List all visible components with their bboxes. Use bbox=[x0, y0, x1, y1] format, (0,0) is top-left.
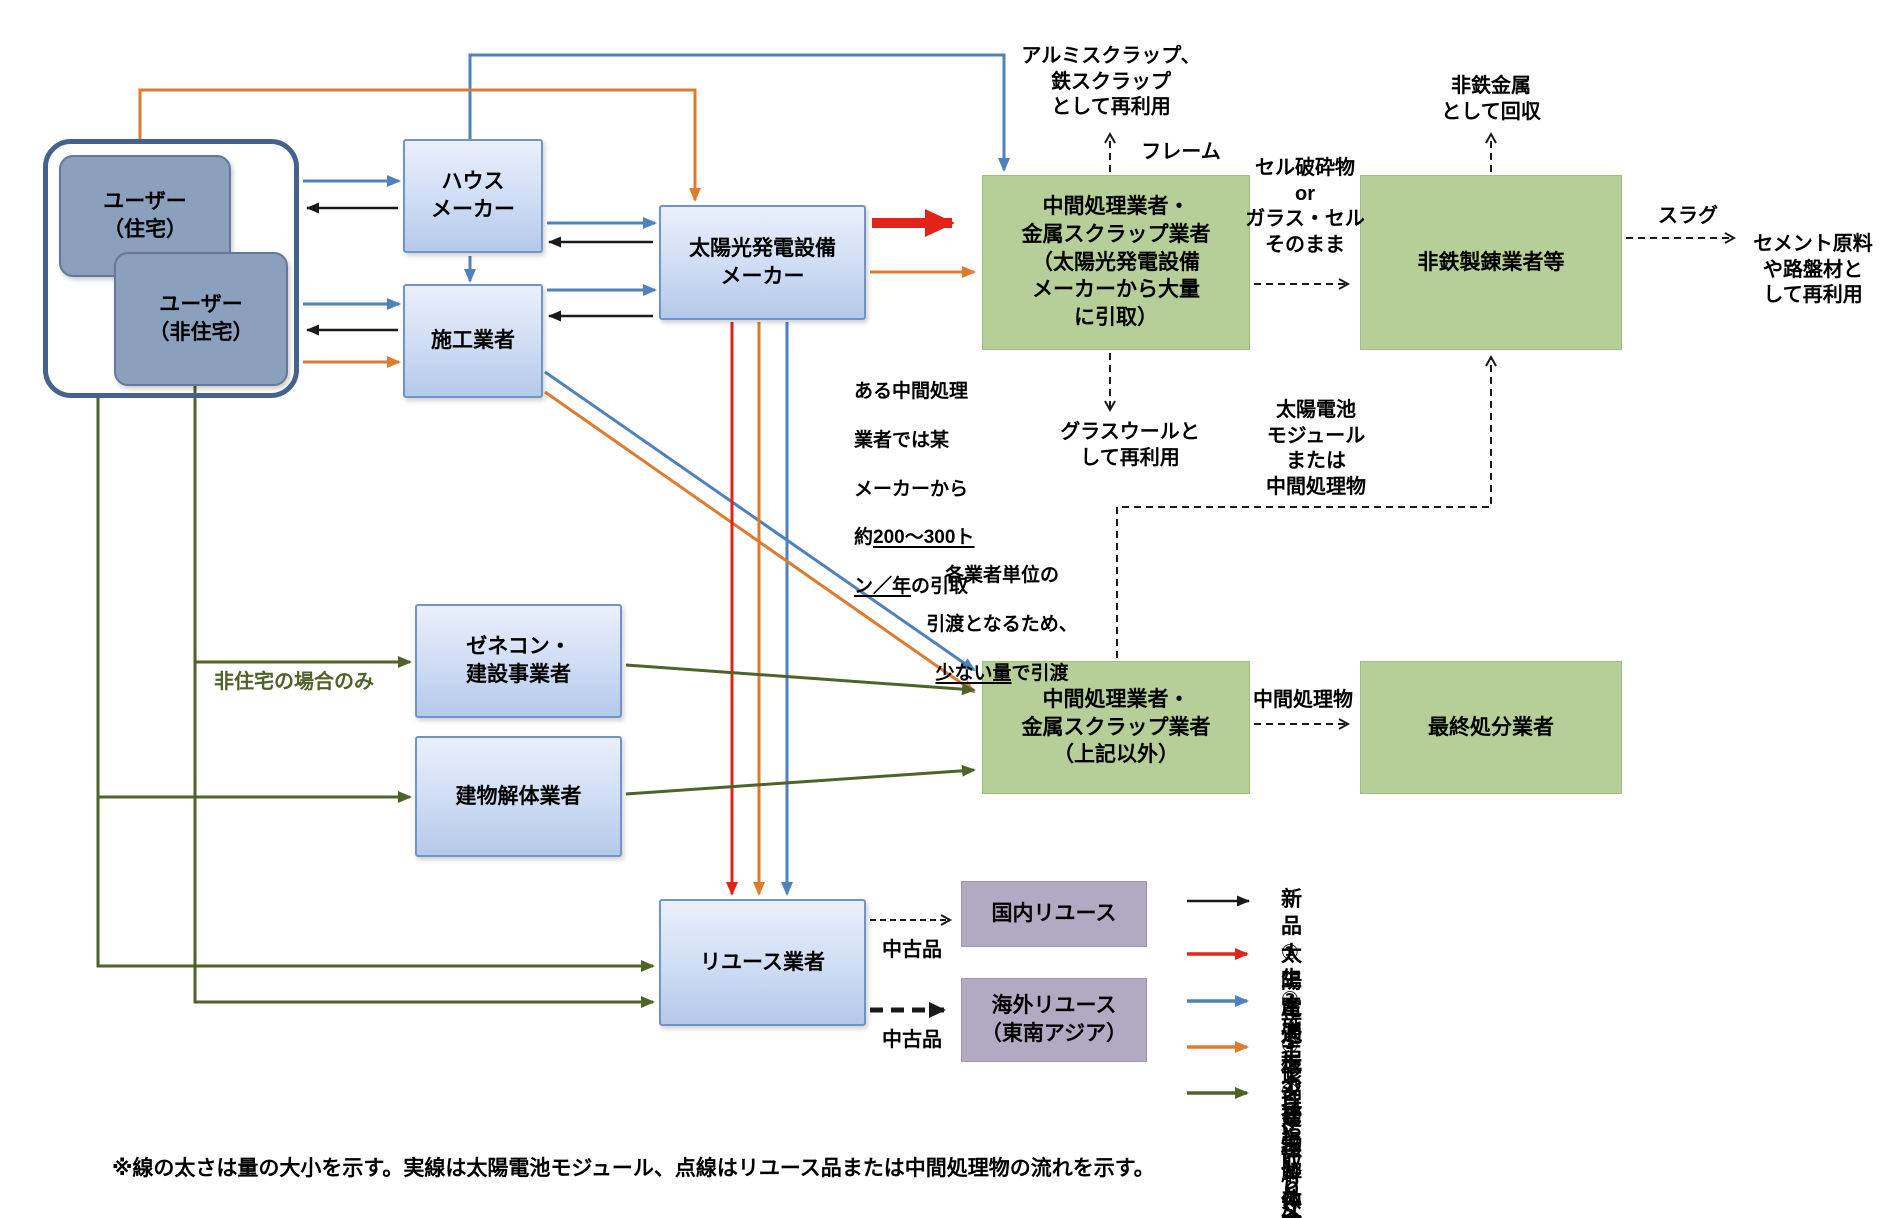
box-intermediate-processor-1: 中間処理業者・ 金属スクラップ業者 （太陽光発電設備 メーカーから大量 に引取） bbox=[982, 175, 1250, 350]
legend-label-new-modules: 新品太陽電池モジュールの流れ bbox=[1281, 888, 1302, 1218]
arrow-housemaker-to-intermediate1-blue bbox=[468, 53, 1010, 172]
box-intermediate-processor-2: 中間処理業者・ 金属スクラップ業者 （上記以外） bbox=[982, 661, 1250, 794]
annotation-slag: スラグ bbox=[1658, 205, 1718, 227]
legend-arrow-olive bbox=[1187, 1087, 1249, 1099]
box-constructor: 施工業者 bbox=[403, 284, 543, 398]
box-general-contractor: ゼネコン・ 建設事業者 bbox=[415, 604, 622, 718]
annotation-small-quantity: 各業者単位の 引渡となるため、 少ない量で引渡 bbox=[902, 540, 1102, 710]
legend-item-new-modules: 新品太陽電池モジュールの流れ bbox=[1185, 886, 1302, 1218]
annotation-small-line1: 各業者単位の bbox=[944, 565, 1059, 587]
annotation-used-goods-domestic: 中古品 bbox=[882, 939, 942, 961]
annotation-small-line3: 少ない量で引渡 bbox=[902, 662, 1102, 686]
annotation-small-line2: 引渡となるため、 bbox=[926, 613, 1078, 635]
legend-arrow-black bbox=[1187, 895, 1250, 907]
legend-item-production-defects: ①生産過程で発生した不良品等の流れ bbox=[1185, 939, 1302, 1218]
annotation-glasswool-reuse: グラスウールと して再利用 bbox=[1060, 421, 1200, 469]
legend-arrow-orange bbox=[1187, 1041, 1249, 1053]
box-nonferrous-smelter: 非鉄製錬業者等 bbox=[1360, 175, 1622, 350]
annotation-nonresidential-only: 非住宅の場合のみ bbox=[214, 671, 374, 693]
legend-arrow-blue bbox=[1187, 995, 1249, 1007]
box-domestic-reuse: 国内リユース bbox=[961, 881, 1147, 947]
legend-item-repair-replacements: ③修理に伴う交換で発生した不良品等の流れ bbox=[1185, 1032, 1302, 1218]
annotation-intake-line4a: 約 bbox=[854, 527, 874, 549]
annotation-intake-line3: メーカーから bbox=[854, 478, 969, 500]
legend-arrow-red bbox=[1187, 948, 1249, 960]
annotation-small-line3b: で引渡 bbox=[1011, 662, 1069, 684]
annotation-used-goods-overseas: 中古品 bbox=[882, 1029, 942, 1051]
annotation-cell-debris: セル破砕物 or ガラス・セル そのまま bbox=[1245, 157, 1365, 256]
arrow-demolisher-to-intermediate2-olive bbox=[625, 764, 976, 796]
annotation-module-or-intermediate: 太陽電池 モジュール または 中間処理物 bbox=[1266, 399, 1366, 498]
legend-label-installation-defects: ②施工不良や取り外しで発生した不良品等の流れ bbox=[1281, 988, 1302, 1218]
annotation-intake-line1: ある中間処理 bbox=[854, 381, 969, 403]
box-demolition-contractor: 建物解体業者 bbox=[415, 736, 622, 857]
legend-label-production-defects: ①生産過程で発生した不良品等の流れ bbox=[1281, 941, 1302, 1218]
annotation-intermediate-product: 中間処理物 bbox=[1253, 689, 1353, 711]
box-reuse-business: リユース業者 bbox=[659, 899, 866, 1026]
annotation-intake-line2: 業者では某 bbox=[854, 429, 950, 451]
annotation-nonferrous-recovery: 非鉄金属 として回収 bbox=[1441, 75, 1541, 123]
annotation-aluminum-scrap: アルミスクラップ、 鉄スクラップ として再利用 bbox=[1021, 45, 1201, 119]
legend-item-demolition-used: ④建物解体等に伴い発生した使用済太陽光 発電設備の流れ bbox=[1185, 1078, 1302, 1218]
box-solar-equipment-maker: 太陽光発電設備 メーカー bbox=[659, 205, 866, 320]
legend-label-demolition-used: ④建物解体等に伴い発生した使用済太陽光 発電設備の流れ bbox=[1281, 1080, 1302, 1218]
box-user-nonresidential: ユーザー （非住宅） bbox=[114, 252, 288, 386]
annotation-frame: フレーム bbox=[1141, 141, 1221, 163]
annotation-small-line3a: 少ない量 bbox=[935, 662, 1012, 684]
box-overseas-reuse: 海外リユース （東南アジア） bbox=[961, 978, 1147, 1062]
legend-label-repair-replacements: ③修理に伴う交換で発生した不良品等の流れ bbox=[1281, 1034, 1302, 1218]
annotation-cement-reuse: セメント原料 や路盤材と して再利用 bbox=[1753, 233, 1873, 307]
box-final-disposal: 最終処分業者 bbox=[1360, 661, 1622, 794]
footnote: ※線の太さは量の大小を示す。実線は太陽電池モジュール、点線はリユース品または中間… bbox=[112, 1157, 1155, 1180]
legend-item-installation-defects: ②施工不良や取り外しで発生した不良品等の流れ bbox=[1185, 986, 1302, 1218]
box-house-maker: ハウス メーカー bbox=[403, 139, 543, 253]
